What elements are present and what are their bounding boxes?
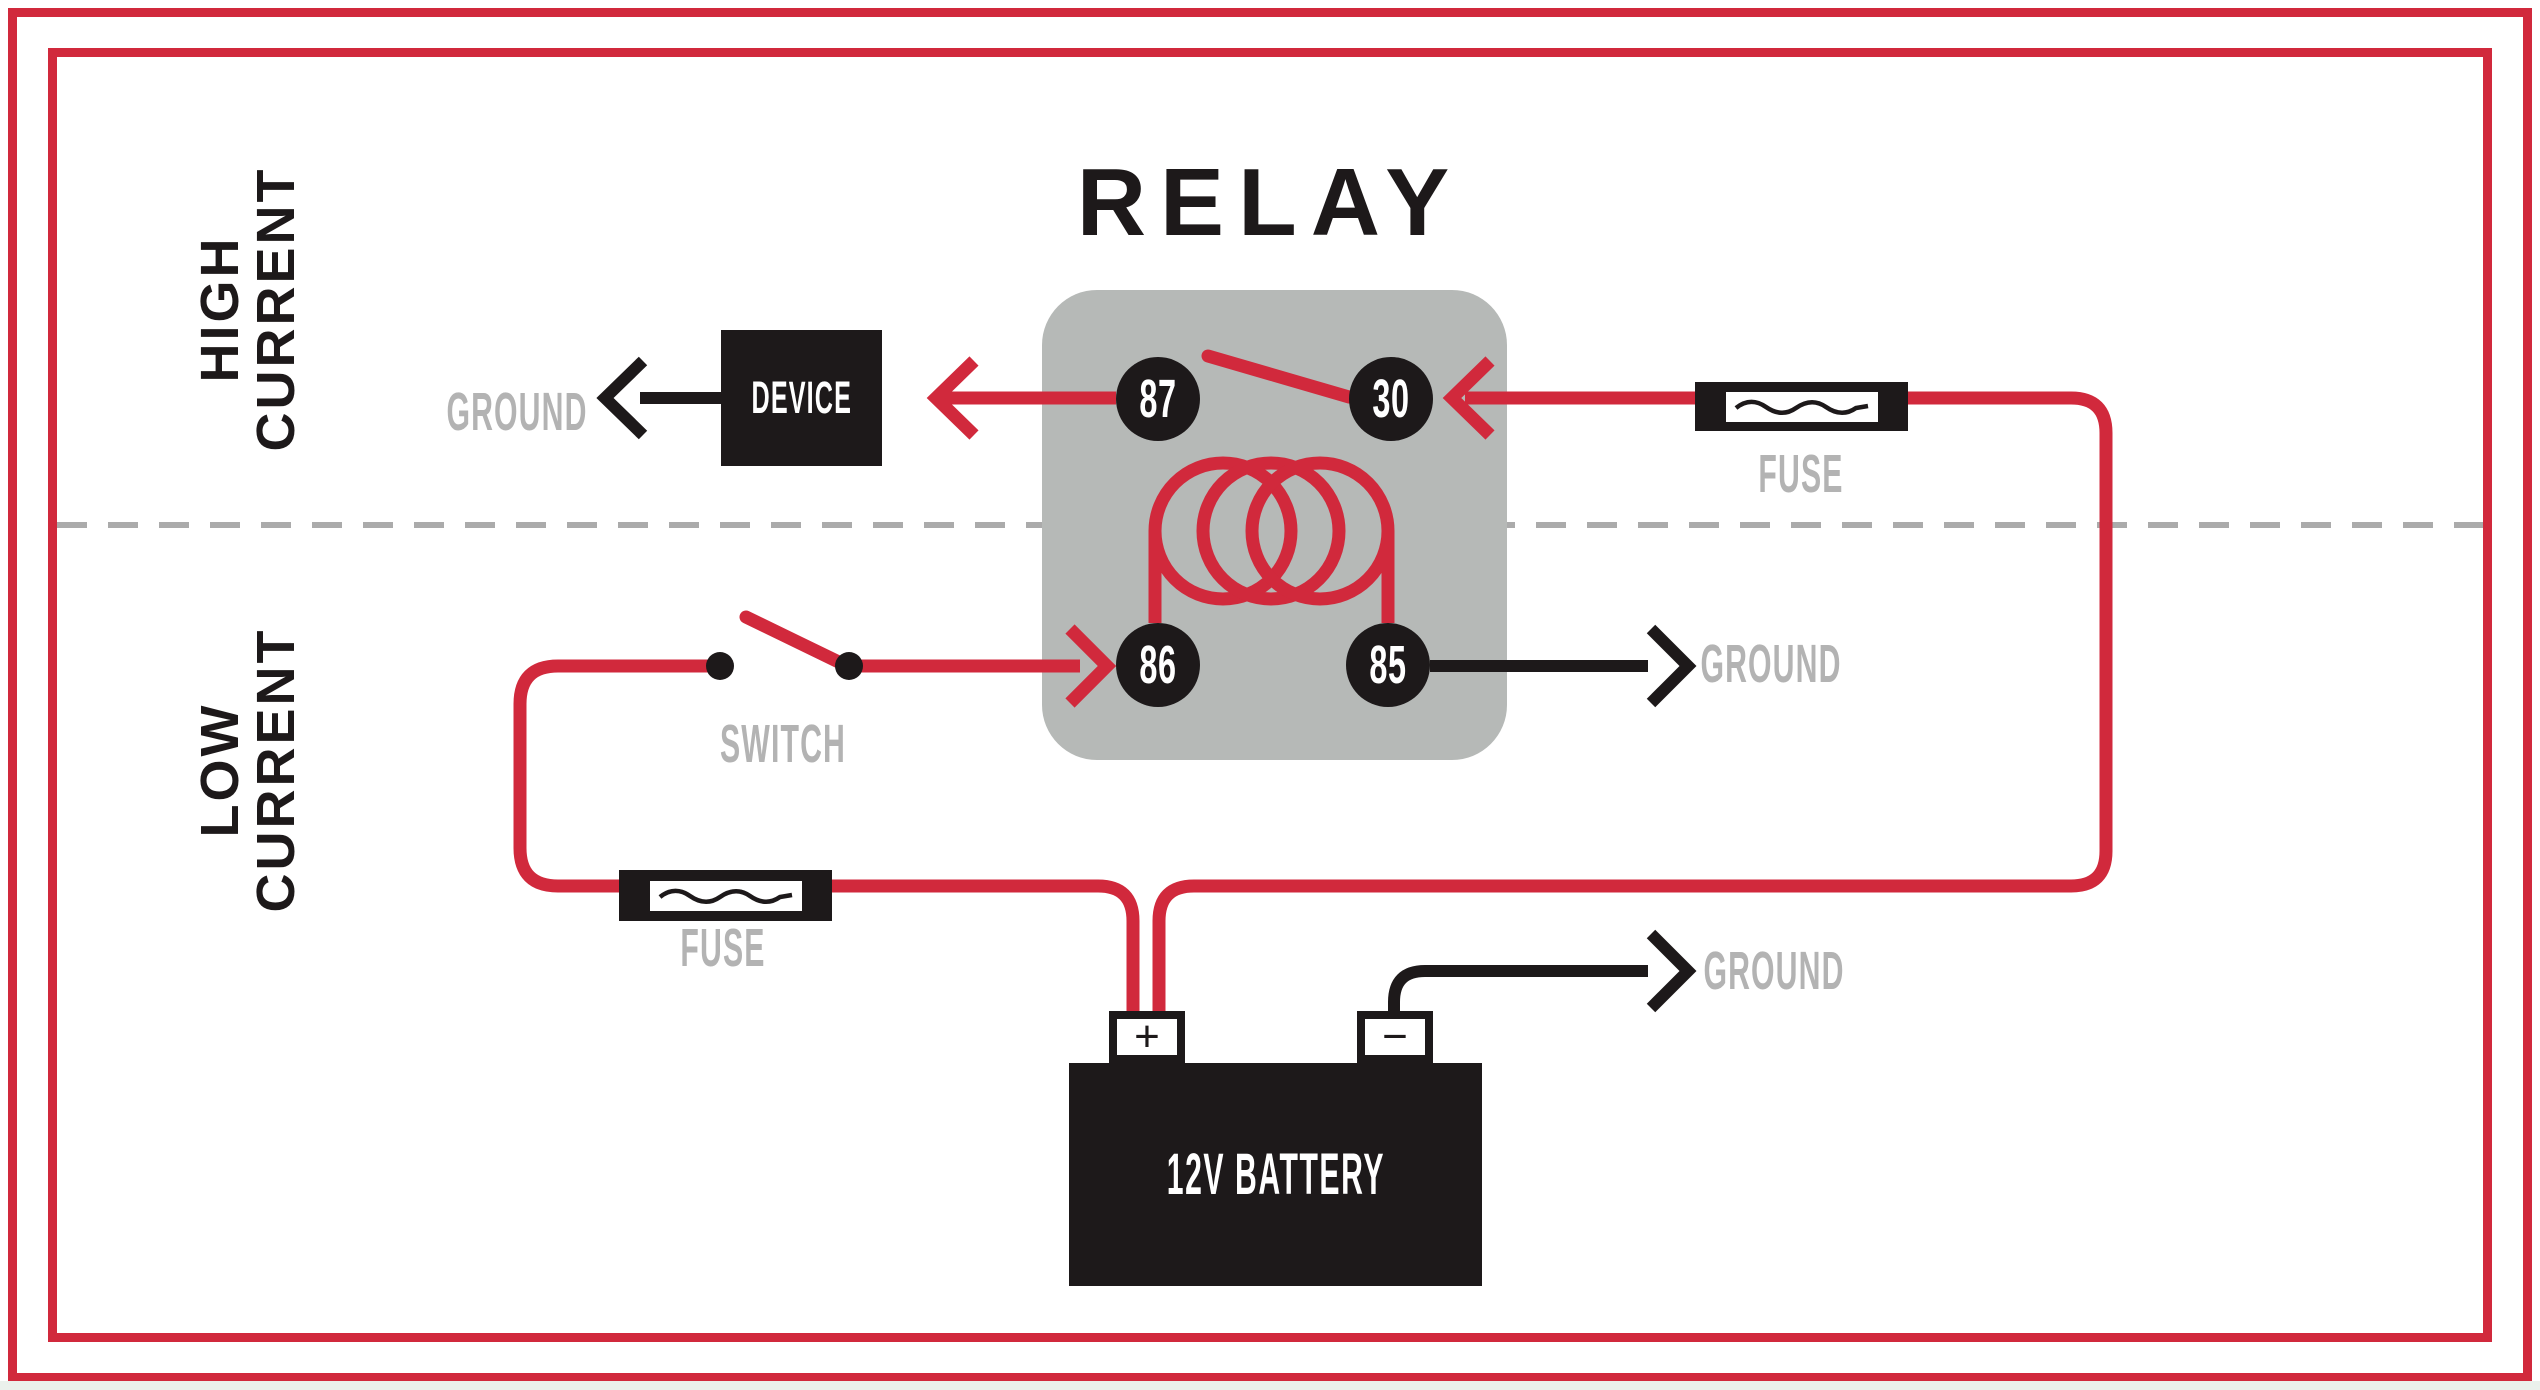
low-current-line1: LOW [189, 702, 250, 838]
arrow-left-icon [1442, 356, 1495, 440]
low-current-section-label: LOW CURRENT [189, 627, 306, 913]
fuse-element-icon [649, 880, 802, 911]
page-title: RELAY [1076, 149, 1464, 256]
relay-pin-86: 86 [1139, 635, 1177, 695]
arrow-right-icon [1646, 929, 1697, 1013]
arrow-left-icon [596, 356, 648, 440]
battery-negative-terminal: − [1357, 1011, 1433, 1063]
relay-pin-circles [1116, 357, 1433, 707]
low-current-line2: CURRENT [246, 627, 306, 913]
relay-contact-blade [1201, 349, 1356, 404]
fuse-label-bottom: FUSE [680, 918, 766, 978]
battery-box: 12V BATTERY [1069, 1063, 1482, 1286]
ground-label-battery: GROUND [1703, 941, 1845, 1001]
switch-blade [739, 610, 856, 674]
switch-contact-dots [706, 652, 863, 680]
power-wires [513, 349, 2113, 1011]
wire-battery-to-fuse-top [1152, 391, 2113, 1011]
ground-label-relay: GROUND [1700, 634, 1842, 694]
fuse-low-current [619, 870, 832, 921]
high-current-section-label: HIGH CURRENT [189, 166, 306, 452]
fuse-element-icon [1725, 391, 1878, 422]
device-box: DEVICE [721, 330, 882, 466]
relay-body [1042, 290, 1507, 760]
relay-pin-30: 30 [1372, 369, 1410, 429]
arrow-right-icon [1646, 624, 1697, 708]
relay-pin-87: 87 [1139, 369, 1177, 429]
arrow-right-icon [1065, 624, 1117, 708]
outer-frame [8, 8, 2532, 1382]
relay-pin-85: 85 [1369, 635, 1407, 695]
wire-battery-to-switch [513, 659, 1140, 1011]
bottom-edge-tint [0, 1381, 2540, 1390]
arrow-left-icon [926, 356, 979, 440]
wire-battery-to-ground [1388, 965, 1648, 1011]
fuse-squiggle-icon [1734, 399, 1868, 415]
fuse-squiggle-icon [658, 888, 792, 904]
fuse-label-top: FUSE [1758, 444, 1844, 504]
switch-label: SWITCH [720, 714, 846, 774]
ground-wires [596, 356, 1697, 1013]
battery-label: 12V BATTERY [1166, 1142, 1385, 1207]
inner-frame [48, 48, 2492, 1342]
high-current-line2: CURRENT [246, 166, 306, 452]
device-label: DEVICE [751, 372, 852, 423]
fuse-high-current [1695, 382, 1908, 431]
battery-positive-terminal: + [1109, 1011, 1185, 1063]
ground-label-device: GROUND [446, 382, 588, 442]
relay-coil [1148, 456, 1395, 623]
high-current-line1: HIGH [189, 235, 250, 383]
